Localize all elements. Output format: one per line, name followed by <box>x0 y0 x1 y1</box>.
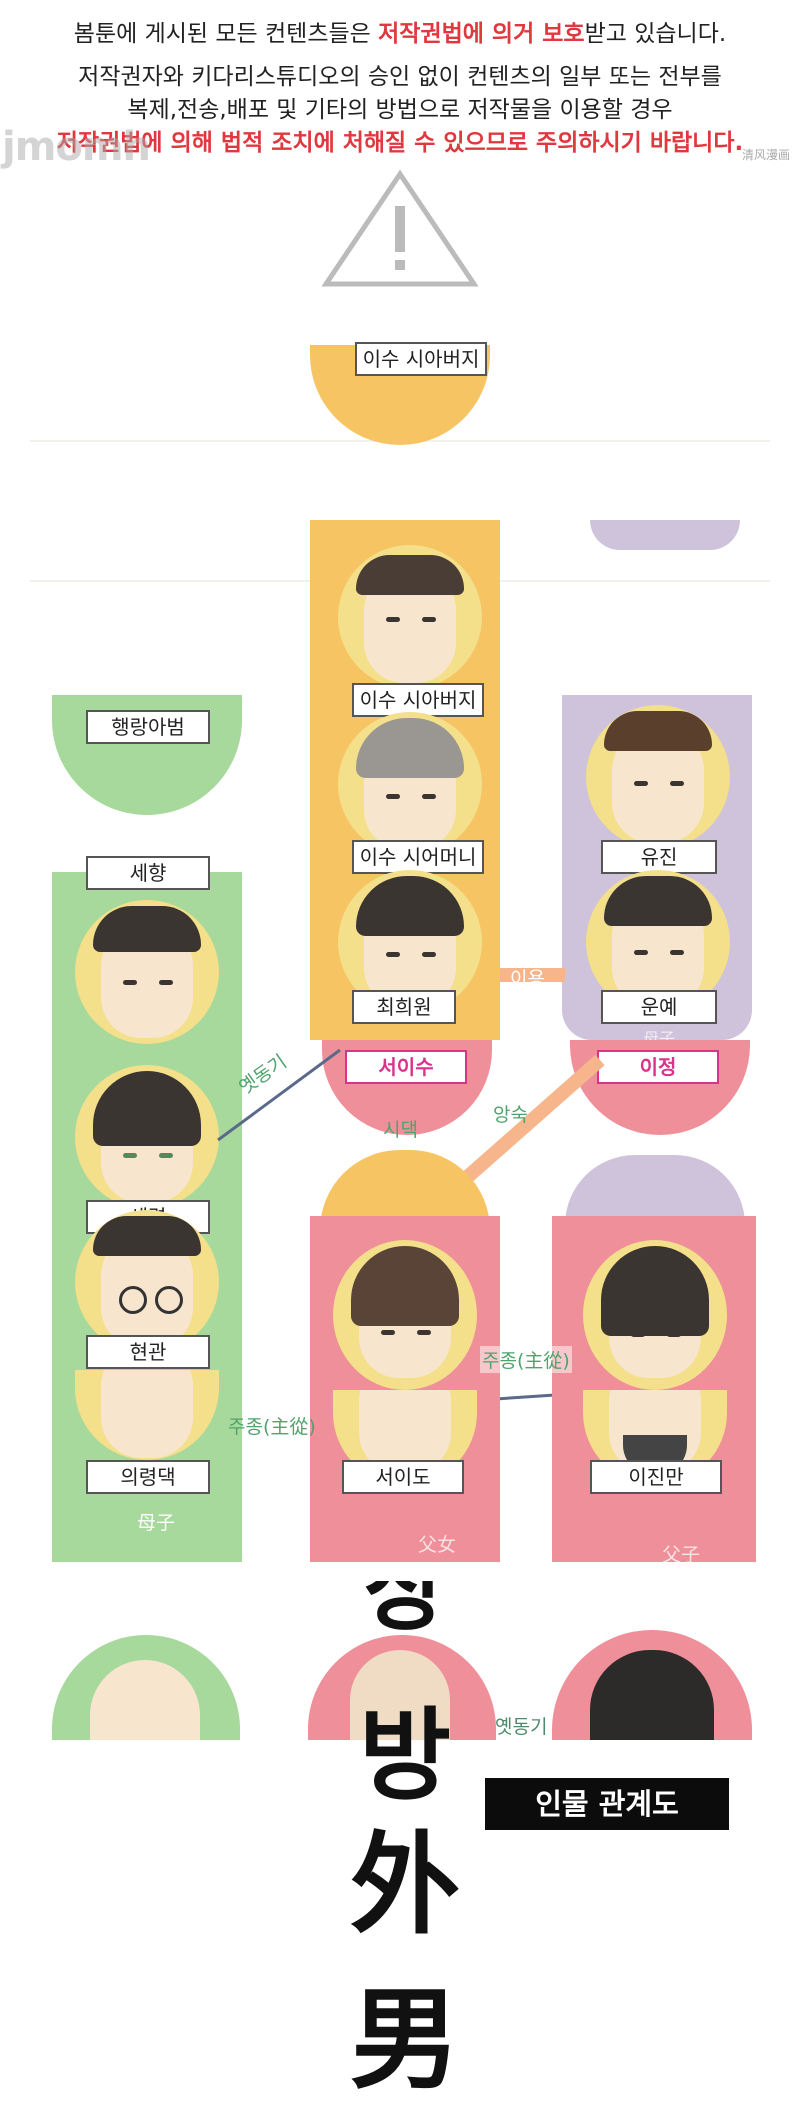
portrait-bottom-right-hat <box>590 1650 714 1740</box>
rel-sidaek: 시댁 <box>383 1119 418 1141</box>
portrait-yujin <box>586 705 730 849</box>
name-ijinman: 이진만 <box>590 1460 722 1494</box>
name-seoido: 서이도 <box>342 1460 464 1494</box>
watermark-left: jmomh <box>2 124 151 170</box>
rel-mother-child-1: 母子 <box>137 1512 176 1534</box>
portrait-sehyang <box>75 900 219 1044</box>
rel-angsuk: 앙숙 <box>493 1104 528 1126</box>
portrait-hyeongwan <box>75 1210 219 1354</box>
copyright-notice: 봄툰에 게시된 모든 컨텐츠들은 저작권법에 의거 보호받고 있습니다. 저작권… <box>0 18 800 160</box>
name-uiryeongdaek: 의령댁 <box>86 1460 210 1494</box>
portrait-bottom-center-face <box>350 1650 450 1740</box>
portrait-isu-mother <box>338 712 482 856</box>
watermark-right: 清风漫画 <box>741 148 790 162</box>
portrait-isu-father <box>338 545 482 689</box>
rel-father-daughter: 父女 <box>418 1534 457 1556</box>
portrait-bottom-left-face <box>90 1660 200 1740</box>
rel-iyong: 이용 <box>510 968 545 990</box>
name-isu-mother: 이수 시어머니 <box>352 840 484 874</box>
portrait-seoido <box>333 1240 477 1390</box>
notice-line-3: 복제,전송,배포 및 기타의 방법으로 저작물을 이용할 경우 <box>127 97 673 123</box>
name-seoisu: 서이수 <box>345 1050 467 1084</box>
calligraphy-3: 外 <box>350 1820 460 1949</box>
name-choi: 최희원 <box>352 990 456 1024</box>
name-hyeongwan: 현관 <box>86 1335 210 1369</box>
portrait-ijinman-upper <box>583 1240 727 1390</box>
name-isu-father: 이수 시아버지 <box>352 683 484 717</box>
notice-line-4: 저작권법에 의해 법적 조치에 처해질 수 있으므로 주의하시기 바랍니다. <box>56 130 744 156</box>
portrait-partial-right <box>590 520 740 550</box>
name-unye: 운예 <box>601 990 717 1024</box>
notice-line-2: 저작권자와 키다리스튜디오의 승인 없이 컨텐츠의 일부 또는 전부를 <box>78 64 722 90</box>
rel-jujong-2: 주종(主從) <box>228 1416 316 1438</box>
warning-icon <box>322 170 478 287</box>
page-title: 인물 관계도 <box>485 1778 729 1830</box>
line-seryeong-seoisu <box>217 1048 341 1142</box>
calligraphy-2: 방 <box>359 1696 451 1814</box>
portrait-seryeong <box>75 1065 219 1209</box>
calligraphy-1: 상 <box>363 1537 447 1643</box>
name-sehyang: 세향 <box>86 856 210 890</box>
name-haengrang: 행랑아범 <box>86 710 210 744</box>
rel-father-son: 父子 <box>662 1544 701 1566</box>
notice-line-1: 봄툰에 게시된 모든 컨텐츠들은 저작권법에 의거 보호받고 있습니다. <box>73 21 727 47</box>
rel-jujong-1: 주종(主從) <box>480 1346 572 1373</box>
rel-yetdonggi-2: 옛동기 <box>495 1716 548 1738</box>
calligraphy-4: 男 <box>350 1975 460 2104</box>
portrait-right-top <box>565 1155 745 1225</box>
name-ijeong: 이정 <box>597 1050 719 1084</box>
name-isu-father-top: 이수 시아버지 <box>355 342 487 376</box>
